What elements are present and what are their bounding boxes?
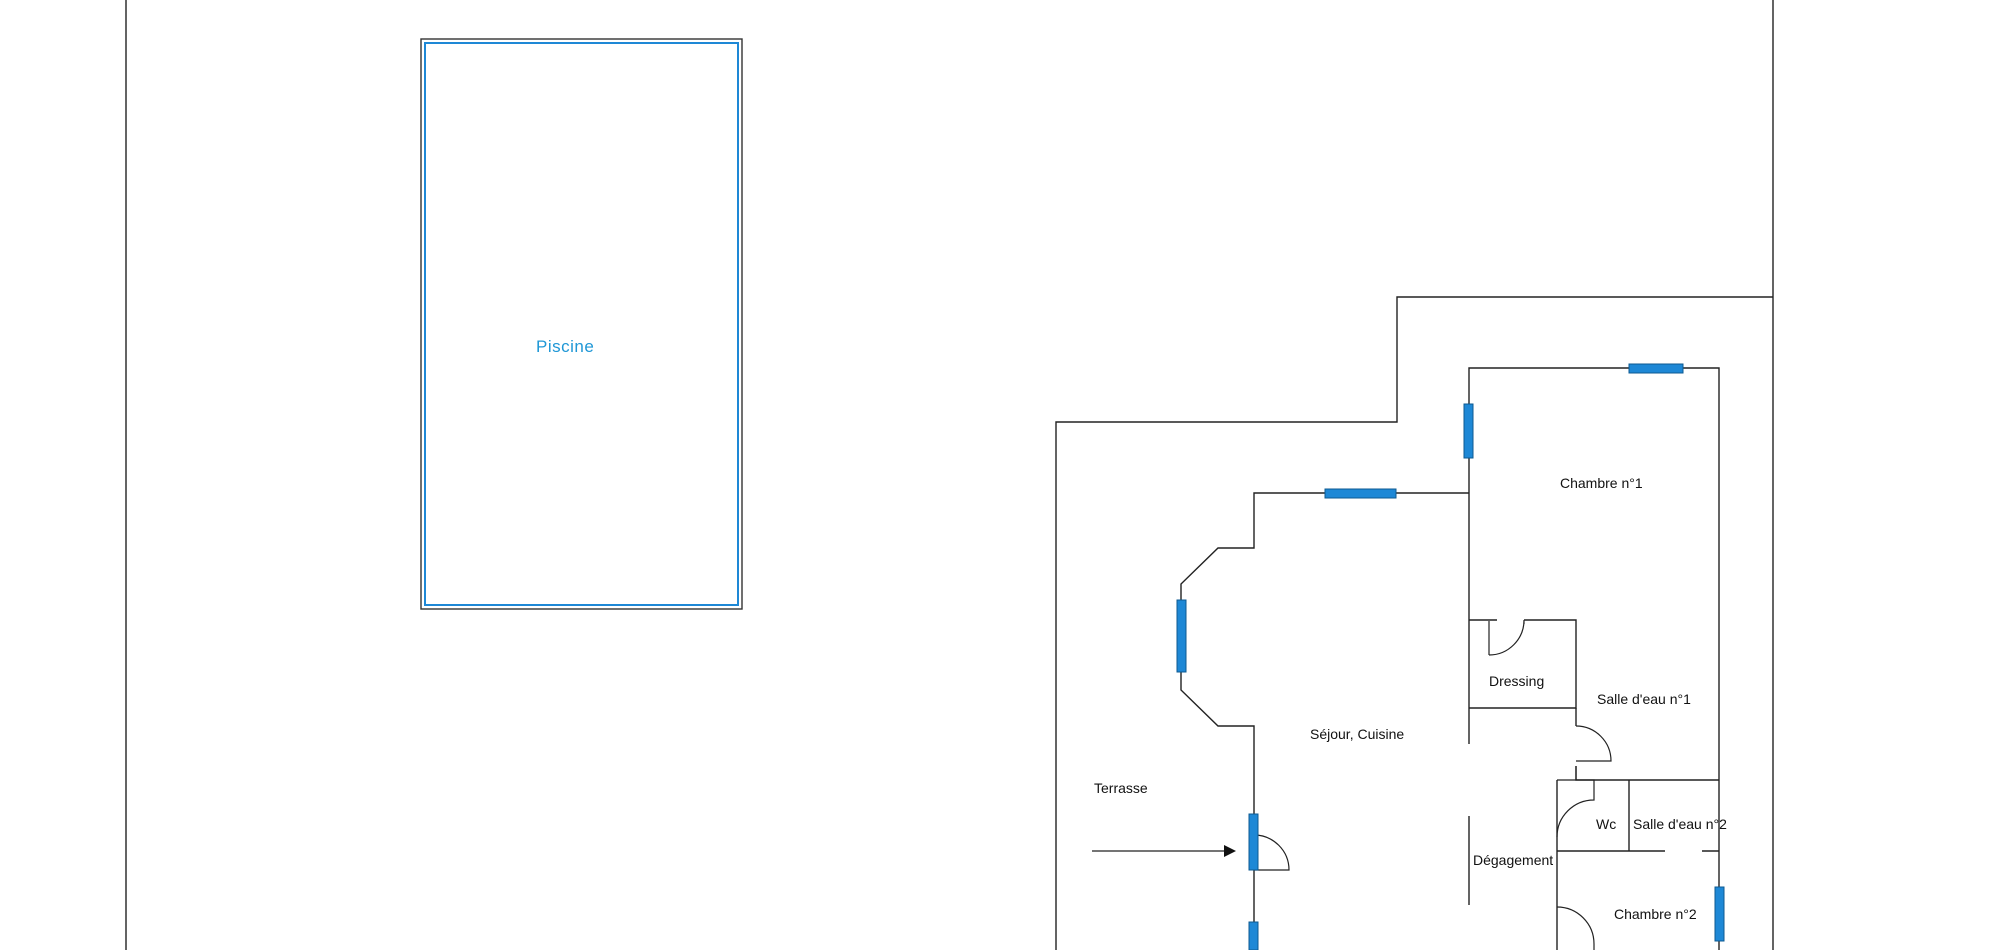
bedroom-wall (1468, 367, 1720, 950)
wc-wall (1575, 766, 1719, 781)
terrace-boundary (1055, 296, 1773, 950)
door-dressing (1488, 619, 1525, 656)
door-chambre-2 (1556, 906, 1595, 950)
label-salle-eau-2: Salle d'eau n°2 (1633, 816, 1727, 832)
label-terrasse: Terrasse (1094, 780, 1148, 796)
label-chambre-2: Chambre n°2 (1614, 906, 1697, 922)
window-chambre1-top (1628, 363, 1684, 374)
window-entrance (1248, 813, 1259, 871)
pool-outer-edge (420, 38, 743, 610)
label-chambre-1: Chambre n°1 (1560, 475, 1643, 491)
window-chambre2 (1714, 886, 1725, 942)
entrance-arrow-head (1224, 845, 1236, 857)
window-sejour-top (1324, 488, 1397, 499)
window-sejour-left (1176, 599, 1187, 673)
dressing-wall-2 (1469, 619, 1577, 709)
label-wc: Wc (1596, 816, 1617, 832)
label-degagement: Dégagement (1473, 852, 1554, 868)
window-sejour-bottom (1248, 921, 1259, 950)
label-piscine: Piscine (536, 337, 595, 356)
house-wall-top (1180, 492, 1469, 950)
door-wc (1556, 779, 1595, 838)
label-salle-eau-1: Salle d'eau n°1 (1597, 691, 1691, 707)
window-chambre1-left (1463, 403, 1474, 459)
door-salle-eau-1 (1575, 725, 1612, 762)
pool-inner-edge (424, 42, 739, 606)
door-entrance (1253, 834, 1290, 871)
label-sejour-cuisine: Séjour, Cuisine (1310, 726, 1405, 742)
label-dressing: Dressing (1489, 673, 1545, 689)
